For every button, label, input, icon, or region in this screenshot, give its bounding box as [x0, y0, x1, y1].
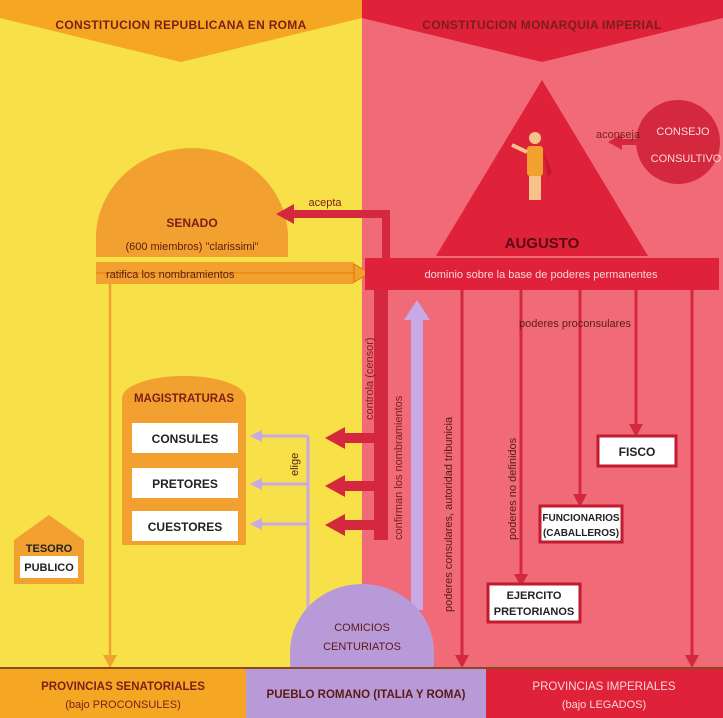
aconseja-arrowhead: [608, 134, 622, 150]
funcionarios-line2: (CABALLEROS): [543, 528, 619, 539]
elige-label: elige: [289, 453, 301, 476]
poderes-proconsulares-label: poderes proconsulares: [519, 318, 631, 330]
pretores-box: [132, 468, 238, 498]
augusto-label: AUGUSTO: [505, 235, 580, 252]
poderes-consulares-label: poderes consulares, autoridad tribunicia: [443, 416, 455, 612]
controla-arrowhead-pretores: [325, 475, 345, 497]
aconseja-label: aconseja: [596, 129, 641, 141]
confirman-trunk: [411, 318, 423, 610]
elige-arrowhead-pretores: [250, 478, 262, 490]
confirman-label: confirman los nombramientos: [393, 395, 405, 540]
controla-trunk: [374, 290, 388, 540]
confirman-arrowhead: [404, 300, 430, 320]
ejercito-line2: PRETORIANOS: [494, 606, 574, 618]
monarchy-header-band: [362, 0, 723, 62]
fisco-box: [596, 434, 678, 468]
consules-box: [132, 423, 238, 453]
comicios-line2: CENTURIATOS: [323, 641, 401, 653]
footer-pueblo: [246, 668, 486, 718]
poderes-no-definidos-arrowhead: [514, 574, 528, 587]
controla-branch-pretores: [345, 481, 377, 491]
fisco-label: FISCO: [619, 445, 656, 459]
fisco-arrowhead: [629, 424, 643, 437]
consules-label: CONSULES: [152, 432, 219, 446]
funcionarios-arrowhead: [573, 494, 587, 507]
imperiales-line1: PROVINCIAS IMPERIALES: [532, 681, 675, 693]
comicios-line1: COMICIOS: [334, 622, 390, 634]
pretores-label: PRETORES: [152, 477, 218, 491]
tesoro-line1: TESORO: [26, 543, 73, 555]
consejo-line1: CONSEJO: [656, 126, 710, 138]
senado-title: SENADO: [166, 216, 217, 230]
controla-label: controla (censor): [364, 337, 376, 420]
ratifica-arrowhead: [353, 263, 372, 283]
magistraturas-title: MAGISTRATURAS: [134, 393, 234, 405]
cuestores-box: [132, 511, 238, 541]
funcionarios-box: [538, 504, 624, 544]
controla-arrowhead-consules: [325, 427, 345, 449]
controla-branch-cuestores: [345, 520, 377, 530]
senatoriales-line2: (bajo PROCONSULES): [65, 699, 181, 711]
senado-dome: [96, 148, 288, 257]
tesoro-line2: PUBLICO: [24, 562, 74, 574]
senatoriales-line1: PROVINCIAS SENATORIALES: [41, 681, 205, 693]
controla-arrowhead-cuestores: [325, 514, 345, 536]
footer-senatoriales: [0, 668, 246, 718]
funcionarios-line1: FUNCIONARIOS: [542, 513, 620, 524]
republic-header-band: [0, 0, 362, 62]
comicios-dome: [290, 584, 434, 668]
dominio-label: dominio sobre la base de poderes permane…: [425, 269, 658, 281]
imperiales-arrowhead: [685, 655, 699, 668]
cuestores-label: CUESTORES: [148, 520, 222, 534]
imperiales-line2: (bajo LEGADOS): [562, 699, 646, 711]
consejo-line2: CONSULTIVO: [651, 153, 722, 165]
senatorial-arrowhead: [103, 655, 117, 668]
monarchy-header: CONSTITUCION MONARQUIA IMPERIAL: [422, 18, 662, 32]
elige-arrowhead-consules: [250, 430, 262, 442]
magistraturas-building: [122, 376, 246, 545]
ejercito-line1: EJERCITO: [507, 590, 562, 602]
elige-arrowhead-cuestores: [250, 518, 262, 530]
acepta-arrowhead: [276, 204, 294, 224]
ratifica-label: ratifica los nombramientos: [106, 269, 235, 281]
consejo-circle: [636, 100, 720, 184]
controla-branch-consules: [345, 433, 377, 443]
pueblo-label: PUEBLO ROMANO (ITALIA Y ROMA): [267, 689, 466, 701]
senado-members: (600 miembros) "clarissimi": [125, 241, 258, 253]
poderes-consulares-arrowhead: [455, 655, 469, 668]
tesoro-box: [20, 556, 78, 578]
acepta-arrow: [294, 210, 390, 258]
republic-header: CONSTITUCION REPUBLICANA EN ROMA: [55, 18, 306, 32]
acepta-label: acepta: [308, 197, 342, 209]
augustus-figure: [511, 132, 552, 200]
dominio-bar: [365, 258, 719, 290]
ejercito-box: [486, 582, 582, 624]
poderes-no-definidos-label: poderes no definidos: [507, 437, 519, 540]
footer-imperiales: [486, 668, 723, 718]
